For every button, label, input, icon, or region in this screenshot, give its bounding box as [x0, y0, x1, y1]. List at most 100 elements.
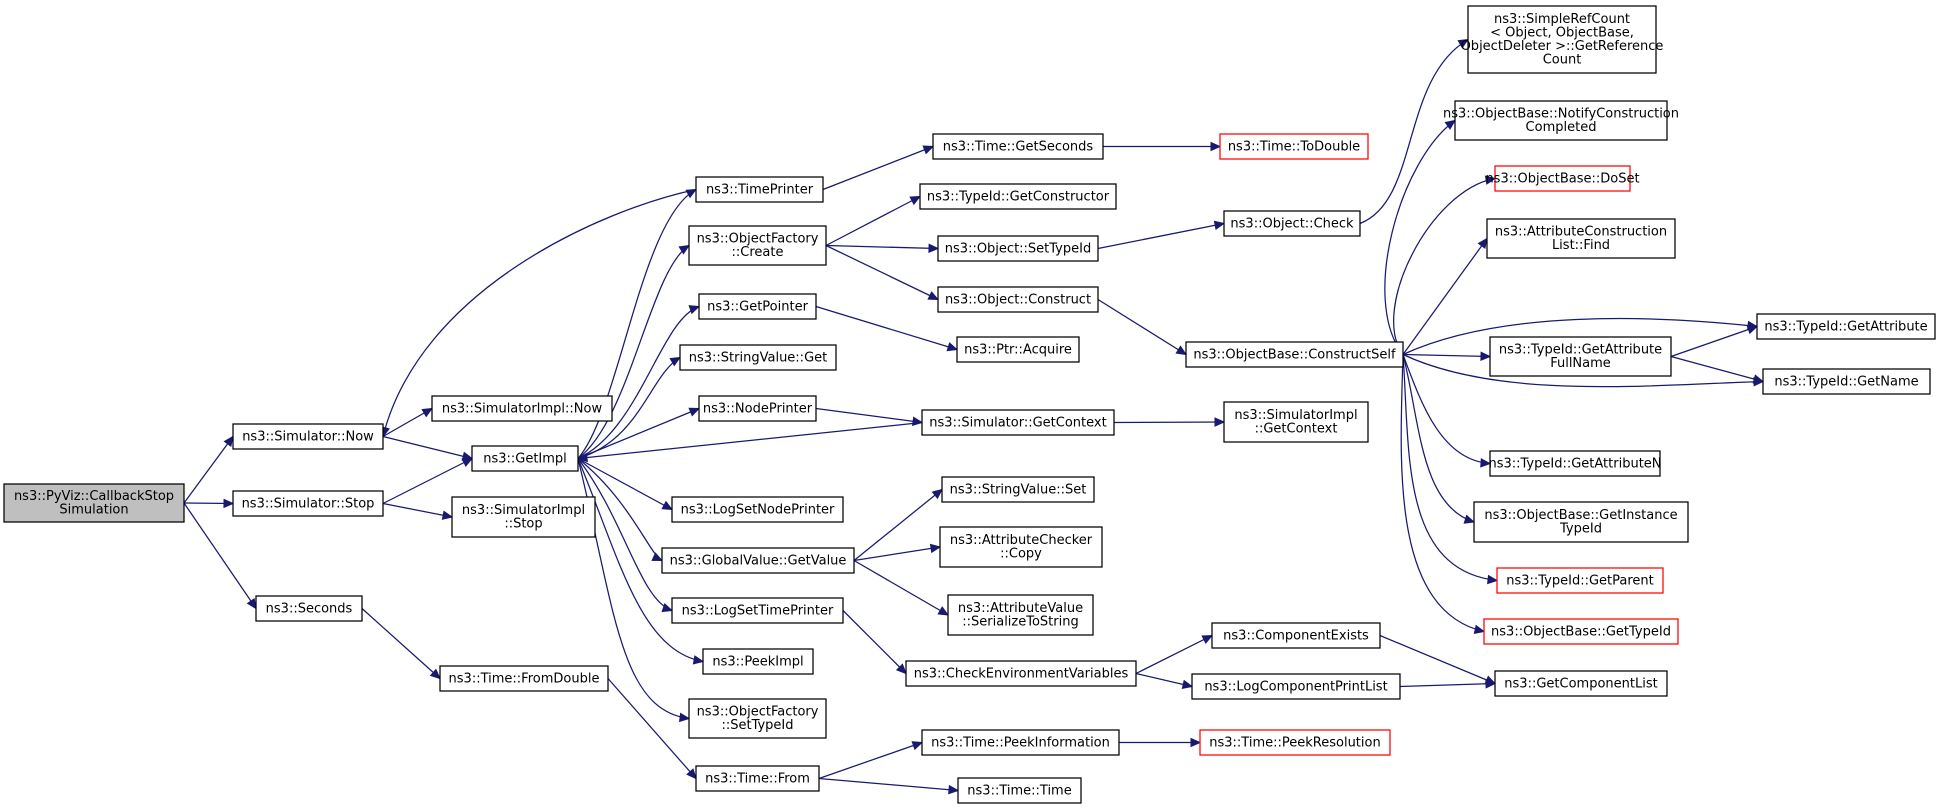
node-label: ns3::Time::From: [705, 771, 810, 786]
edge-sim_stop-to-simimpl_stop: [382, 502, 453, 518]
node-box: [702, 648, 814, 675]
node-box: [451, 496, 596, 538]
edge-objfactory_create-to-object_settypeid: [825, 244, 939, 250]
node-box: [1489, 450, 1661, 477]
node-logsettimeprinter[interactable]: ns3::LogSetTimePrinter: [671, 597, 844, 624]
arrowhead-notifyconstruction: [1444, 119, 1456, 130]
node-getcomponentlist[interactable]: ns3::GetComponentList: [1494, 670, 1668, 697]
node-componentexists[interactable]: ns3::ComponentExists: [1211, 622, 1381, 649]
arrowhead-getimpl: [576, 452, 588, 463]
node-box: [3, 483, 185, 523]
arrowhead-simimpl_getcontext: [1214, 417, 1226, 427]
node-logcomponentprintlist[interactable]: ns3::LogComponentPrintList: [1191, 673, 1401, 700]
node-typeid_getattributen[interactable]: ns3::TypeId::GetAttributeN: [1488, 450, 1662, 477]
node-label: ns3::ObjectBase::GetInstance: [1484, 508, 1677, 523]
node-time_fromdouble[interactable]: ns3::Time::FromDouble: [439, 665, 609, 692]
node-notifyconstruction[interactable]: ns3::ObjectBase::NotifyConstructionCompl…: [1443, 100, 1679, 141]
node-simimpl_getcontext[interactable]: ns3::SimulatorImpl::GetContext: [1223, 401, 1369, 443]
node-stringvalue_set[interactable]: ns3::StringValue::Set: [941, 476, 1095, 503]
node-typeid_getparent[interactable]: ns3::TypeId::GetParent: [1496, 567, 1664, 594]
node-nodeprinter[interactable]: ns3::NodePrinter: [698, 395, 817, 422]
node-seconds[interactable]: ns3::Seconds: [255, 595, 363, 622]
node-box: [941, 476, 1095, 503]
arrowhead-object_settypeid: [928, 243, 940, 254]
node-stringvalue_get[interactable]: ns3::StringValue::Get: [679, 344, 837, 371]
node-object_settypeid[interactable]: ns3::Object::SetTypeId: [937, 235, 1099, 262]
edge-time_fromdouble-to-time_from: [607, 678, 697, 779]
node-label: Completed: [1526, 120, 1597, 135]
node-simulator_getcontext[interactable]: ns3::Simulator::GetContext: [921, 409, 1115, 436]
arrowhead-stringvalue_set: [931, 488, 943, 500]
node-simimpl_now[interactable]: ns3::SimulatorImpl::Now: [431, 395, 613, 422]
node-time_peekinformation[interactable]: ns3::Time::PeekInformation: [921, 729, 1120, 756]
node-label: ns3::GetComponentList: [1504, 676, 1657, 691]
node-box: [695, 765, 820, 792]
node-objectbase_doset[interactable]: ns3::ObjectBase::DoSet: [1485, 165, 1640, 192]
arrowhead-time_from: [686, 768, 697, 780]
arrowhead-simimpl_stop: [441, 510, 454, 520]
node-timeprinter[interactable]: ns3::TimePrinter: [695, 176, 824, 203]
node-simimpl_stop[interactable]: ns3::SimulatorImpl::Stop: [451, 496, 596, 538]
node-box: [688, 698, 827, 739]
node-label: ns3::ObjectBase::DoSet: [1485, 171, 1639, 186]
node-objfactory_settypeid[interactable]: ns3::ObjectFactory::SetTypeId: [688, 698, 827, 739]
node-time_getseconds[interactable]: ns3::Time::GetSeconds: [932, 133, 1104, 160]
node-objfactory_create[interactable]: ns3::ObjectFactory::Create: [688, 225, 827, 266]
node-time_peekresolution[interactable]: ns3::Time::PeekResolution: [1199, 729, 1391, 756]
arrowhead-simplerefcount: [1457, 38, 1470, 49]
node-box: [671, 496, 844, 523]
edge-object_settypeid-to-object_check: [1097, 222, 1225, 250]
node-attrvalue_serialize[interactable]: ns3::AttributeValue::SerializeToString: [947, 594, 1094, 636]
node-sim_stop[interactable]: ns3::Simulator::Stop: [232, 490, 384, 517]
node-label: ns3::Time::ToDouble: [1228, 139, 1360, 154]
node-checkenvvars[interactable]: ns3::CheckEnvironmentVariables: [905, 660, 1137, 687]
arrowhead-time_fromdouble: [429, 668, 441, 680]
edge-objectbase_constructself-to-getinstancetypeid: [1402, 354, 1475, 523]
node-box: [1199, 729, 1391, 756]
node-box: [1483, 618, 1679, 645]
edge-getimpl-to-objfactory_create: [577, 244, 690, 460]
node-label: ns3::Time::GetSeconds: [943, 139, 1094, 154]
node-objectbase_gettypeid[interactable]: ns3::ObjectBase::GetTypeId: [1483, 618, 1679, 645]
node-typeid_getconstructor[interactable]: ns3::TypeId::GetConstructor: [919, 183, 1117, 210]
edge-globalvalue_getvalue-to-stringvalue_set: [853, 489, 943, 561]
node-peekimpl[interactable]: ns3::PeekImpl: [702, 648, 814, 675]
node-object_construct[interactable]: ns3::Object::Construct: [937, 286, 1099, 313]
node-ptr_acquire[interactable]: ns3::Ptr::Acquire: [956, 336, 1080, 363]
node-label: ::SerializeToString: [962, 615, 1078, 630]
node-objectbase_constructself[interactable]: ns3::ObjectBase::ConstructSelf: [1185, 341, 1404, 368]
node-time_time[interactable]: ns3::Time::Time: [957, 777, 1082, 804]
node-sim_now[interactable]: ns3::Simulator::Now: [232, 423, 384, 450]
node-attrchecker_copy[interactable]: ns3::AttributeChecker::Copy: [939, 526, 1103, 568]
node-label: ns3::GetImpl: [483, 451, 567, 466]
node-time_todouble[interactable]: ns3::Time::ToDouble: [1219, 133, 1369, 160]
node-logsetnodeprinter[interactable]: ns3::LogSetNodePrinter: [671, 496, 844, 523]
node-typeid_getname[interactable]: ns3::TypeId::GetName: [1762, 368, 1931, 395]
edge-seconds-to-time_fromdouble: [361, 608, 441, 679]
node-globalvalue_getvalue[interactable]: ns3::GlobalValue::GetValue: [661, 547, 855, 574]
node-object_check[interactable]: ns3::Object::Check: [1223, 210, 1361, 237]
arrowhead-stringvalue_get: [669, 356, 682, 367]
edge-typeid_getattributefullname-to-typeid_getname: [1670, 355, 1764, 383]
node-getimpl[interactable]: ns3::GetImpl: [471, 445, 579, 472]
node-typeid_getattribute[interactable]: ns3::TypeId::GetAttribute: [1756, 313, 1936, 340]
node-simplerefcount[interactable]: ns3::SimpleRefCount< Object, ObjectBase,…: [1461, 5, 1664, 74]
node-label: ns3::ComponentExists: [1223, 628, 1369, 643]
node-box: [921, 729, 1120, 756]
arrowhead-peekimpl: [692, 655, 705, 665]
edge-objectbase_constructself-to-typeid_getparent: [1402, 354, 1498, 582]
edge-getimpl-to-timeprinter: [577, 188, 697, 459]
node-time_from[interactable]: ns3::Time::From: [695, 765, 820, 792]
node-label: ns3::Simulator::GetContext: [929, 415, 1106, 430]
node-label: ns3::Object::Check: [1230, 216, 1354, 231]
edge-nodeprinter-to-simulator_getcontext: [815, 407, 923, 424]
arrowhead-getimpl: [461, 457, 474, 468]
edges-layer: [183, 38, 1765, 795]
node-box: [1473, 501, 1689, 543]
edge-objectbase_constructself-to-typeid_getattributefullname: [1402, 353, 1491, 358]
node-getpointer[interactable]: ns3::GetPointer: [698, 293, 817, 320]
